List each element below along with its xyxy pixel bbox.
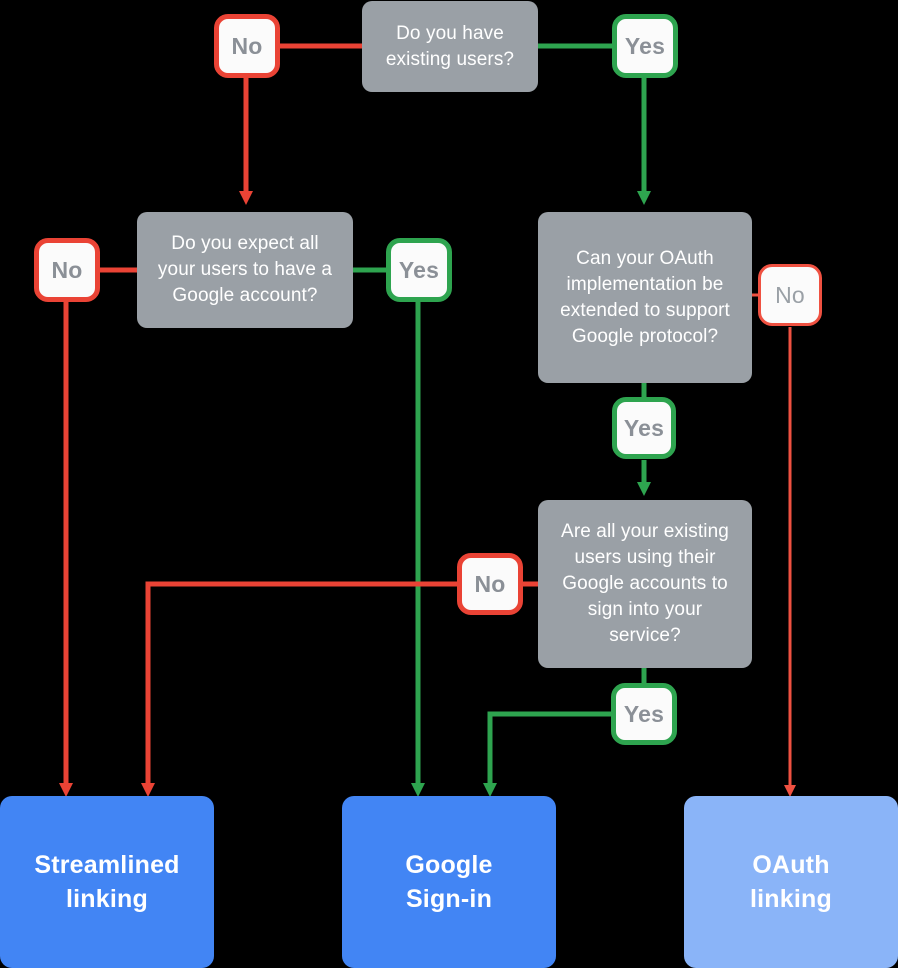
question-box-existing-google-accounts[interactable]: Are all your existing users using their … <box>538 500 752 668</box>
chip-q2-no[interactable]: No <box>34 238 100 302</box>
outcome-line-1: Google <box>405 851 493 879</box>
outcome-line-2: Sign-in <box>405 885 493 913</box>
question-box-existing-users[interactable]: Do you have existing users? <box>362 1 538 92</box>
outcome-line-2: linking <box>750 885 832 913</box>
question-box-oauth-extendable[interactable]: Can your OAuth implementation be extende… <box>538 212 752 383</box>
outcome-line-2: linking <box>66 885 148 913</box>
outcome-box-streamlined-linking[interactable]: Streamlined linking <box>0 796 214 968</box>
outcome-line-1: Streamlined <box>34 851 180 879</box>
chip-q3-yes[interactable]: Yes <box>612 397 676 459</box>
chip-q2-yes[interactable]: Yes <box>386 238 452 302</box>
outcome-text: Streamlined linking <box>34 848 179 916</box>
question-box-google-account[interactable]: Do you expect all your users to have a G… <box>137 212 353 328</box>
chip-q4-yes[interactable]: Yes <box>611 683 677 745</box>
outcome-box-oauth-linking[interactable]: OAuth linking <box>684 796 898 968</box>
wire-q4yes-to-signin <box>483 711 612 797</box>
chip-q1-no[interactable]: No <box>214 14 280 78</box>
outcome-text: Google Sign-in <box>405 848 492 916</box>
wire-q4no-to-streamlined <box>141 581 458 797</box>
outcome-text: OAuth linking <box>750 848 832 916</box>
outcome-line-1: OAuth <box>752 851 830 879</box>
chip-q1-yes[interactable]: Yes <box>612 14 678 78</box>
chip-q4-no[interactable]: No <box>457 553 523 615</box>
chip-q3-no[interactable]: No <box>758 264 822 326</box>
outcome-box-google-signin[interactable]: Google Sign-in <box>342 796 556 968</box>
